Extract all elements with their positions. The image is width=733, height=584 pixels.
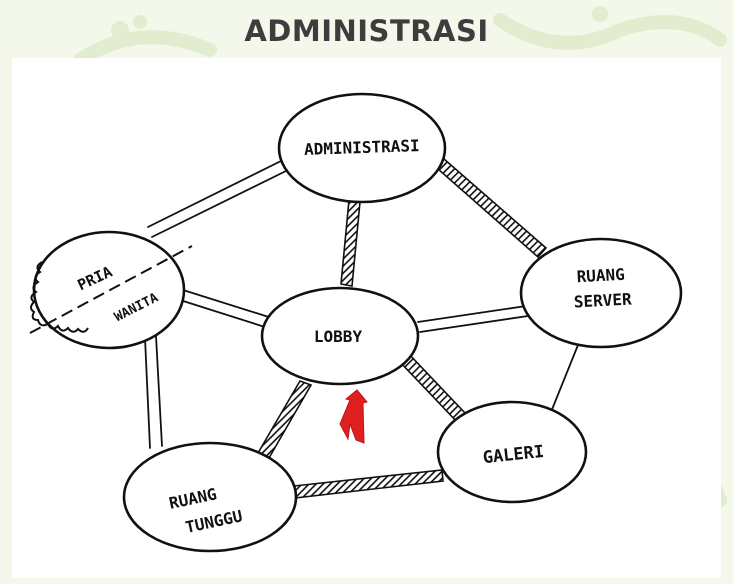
link-tunggu-galeri	[293, 469, 444, 499]
link-administrasi-toilet	[147, 159, 289, 238]
label-lobby: LOBBY	[314, 327, 363, 346]
entrance-arrow-icon	[339, 389, 368, 444]
node-galeri	[436, 400, 588, 504]
label-administrasi: ADMINISTRASI	[304, 136, 420, 159]
label-ruang-server-line1: RUANG	[576, 265, 625, 286]
toilet-divider	[29, 245, 193, 334]
link-server-galeri	[550, 344, 579, 413]
link-lobby-galeri	[398, 350, 468, 425]
label-ruang-server-line2: SERVER	[573, 289, 632, 311]
link-administrasi-lobby	[340, 199, 361, 287]
page-title: ADMINISTRASI	[244, 14, 489, 48]
node-administrasi	[277, 92, 447, 204]
node-lobby	[260, 286, 420, 386]
link-toilet-lobby	[179, 289, 273, 329]
link-lobby-ruang-server	[417, 305, 529, 333]
link-lobby-ruang-tunggu	[256, 380, 313, 460]
toilet-wavy-edge	[30, 261, 89, 333]
link-administrasi-ruang-server	[436, 157, 548, 259]
node-ruang-server	[519, 237, 683, 349]
link-toilet-ruang-tunggu	[144, 335, 163, 449]
node-ruang-tunggu	[122, 441, 298, 553]
node-toilet	[32, 230, 186, 350]
